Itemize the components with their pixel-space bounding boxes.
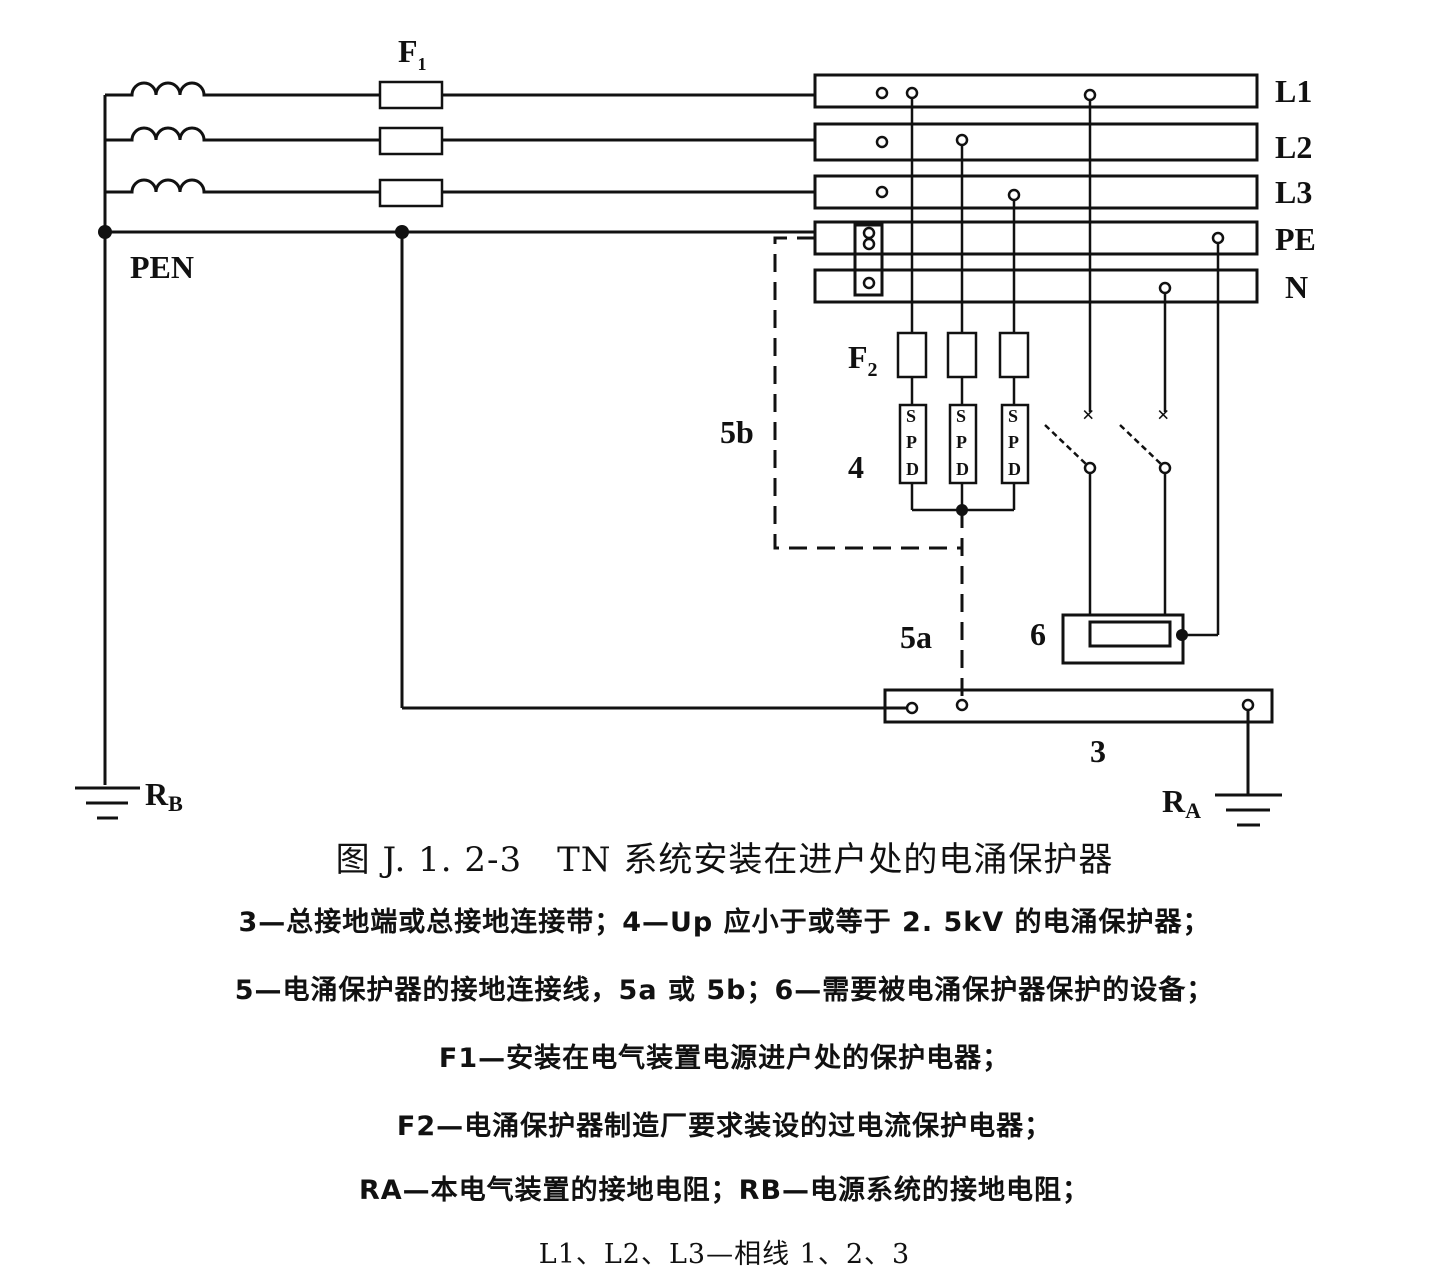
ra-earth-symbol [1215, 793, 1282, 827]
svg-text:S: S [906, 406, 916, 426]
item-6-label: 6 [1030, 616, 1046, 652]
main-earthing-bar [883, 688, 1274, 724]
svg-text:D: D [1008, 459, 1021, 479]
tn-system-spd-diagram: F1 PEN L1 L2 L3 PE N F2 [75, 33, 1316, 827]
pe-n-link [853, 223, 884, 297]
legend-line-3: F1—安装在电气装置电源进户处的保护电器； [438, 1043, 1011, 1074]
svg-text:P: P [906, 432, 917, 452]
f1-label: F1 [398, 33, 427, 74]
figure-title: 图 J. 1. 2-3 TN 系统安装在进户处的电涌保护器 [335, 840, 1114, 880]
svg-text:D: D [906, 459, 919, 479]
svg-text:×: × [1082, 402, 1095, 427]
pe-label: PE [1275, 221, 1316, 257]
svg-text:P: P [956, 432, 967, 452]
svg-text:S: S [956, 406, 966, 426]
item-5b-label: 5b [720, 414, 754, 450]
l2-label: L2 [1275, 129, 1312, 165]
pen-label: PEN [130, 249, 194, 285]
l1-label: L1 [1275, 73, 1312, 109]
legend-line-6: L1、L2、L3—相线 1、2、3 [538, 1239, 911, 1270]
legend-line-1: 3—总接地端或总接地连接带；4—Up 应小于或等于 2. 5kV 的电涌保护器； [238, 907, 1211, 938]
rb-label: RB [145, 776, 183, 816]
f2-label: F2 [848, 339, 878, 381]
spd-devices [898, 403, 1030, 485]
f2-fuses [896, 331, 1030, 379]
svg-text:×: × [1157, 402, 1170, 427]
legend-line-2: 5—电涌保护器的接地连接线，5a 或 5b；6—需要被电涌保护器保护的设备； [234, 975, 1215, 1006]
transformer-coils [105, 81, 215, 194]
f1-fuses [378, 80, 444, 208]
item-3-label: 3 [1090, 733, 1106, 769]
item-4-label: 4 [848, 449, 864, 485]
svg-text:S: S [1008, 406, 1018, 426]
switch-blade-left [1044, 424, 1088, 466]
legend-line-4: F2—电涌保护器制造厂要求装设的过电流保护电器； [396, 1111, 1053, 1142]
svg-text:D: D [956, 459, 969, 479]
l3-label: L3 [1275, 174, 1312, 210]
legend-line-5: RA—本电气装置的接地电阻；RB—电源系统的接地电阻； [358, 1175, 1091, 1206]
spd-letters: S P D S P D S P D [906, 406, 1021, 479]
svg-text:P: P [1008, 432, 1019, 452]
pen-junction-left [98, 225, 112, 239]
switch-blade-right [1119, 424, 1163, 466]
n-label: N [1285, 269, 1308, 305]
ra-label: RA [1162, 783, 1201, 823]
item-5a-label: 5a [900, 619, 932, 655]
rb-earth-symbol [75, 786, 140, 820]
